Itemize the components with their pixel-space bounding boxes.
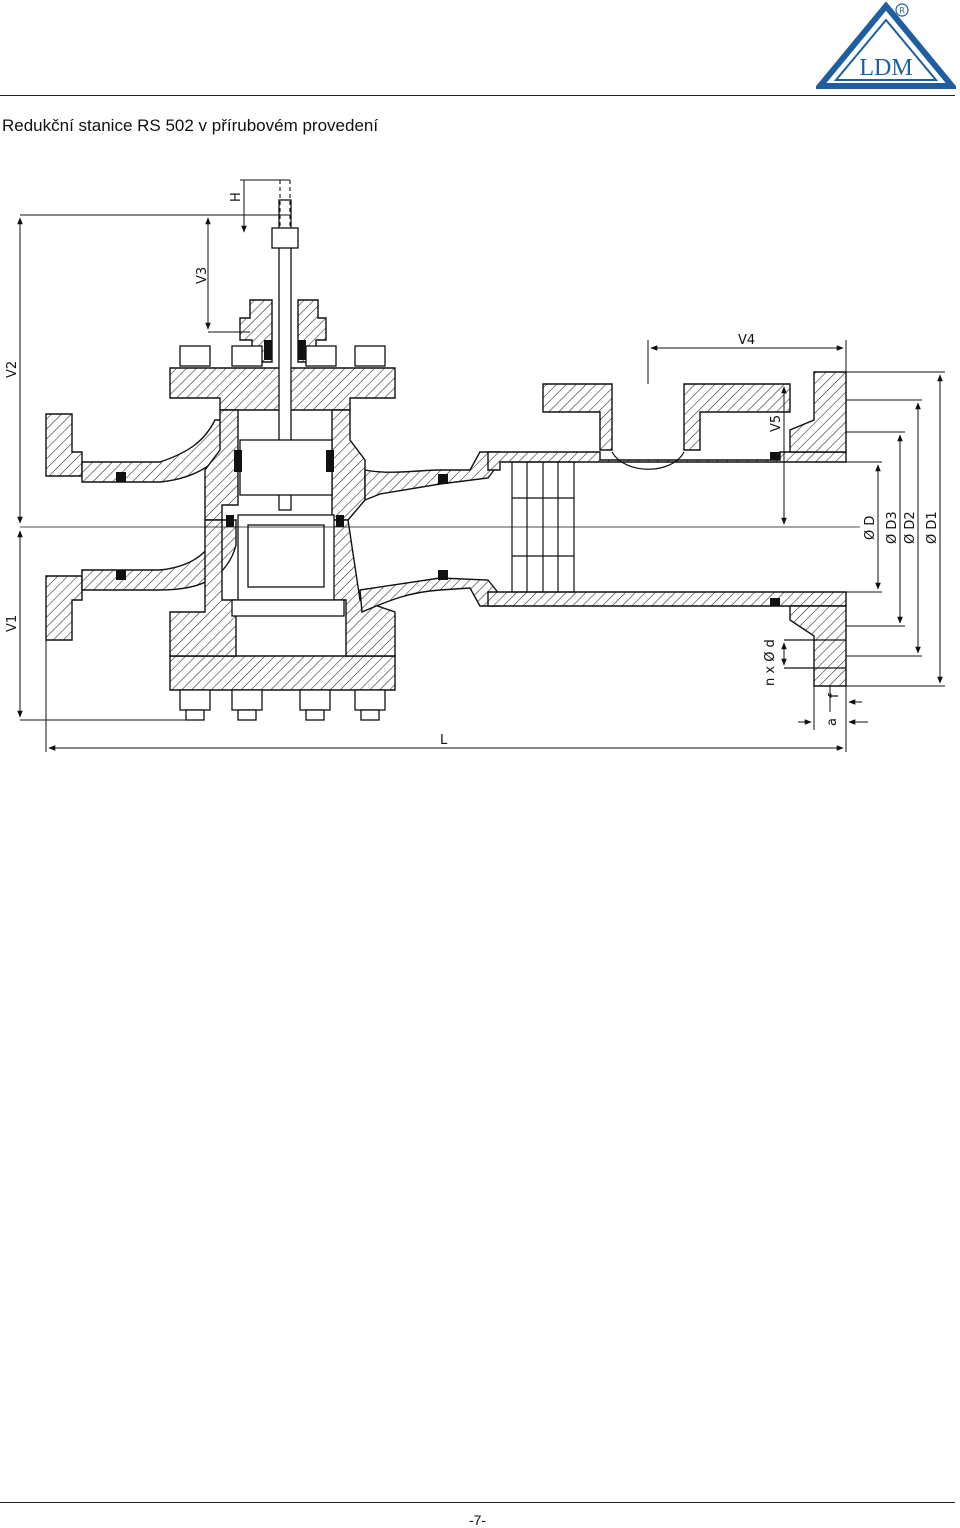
cage xyxy=(239,439,333,496)
body-lower-flange xyxy=(169,655,396,691)
label-v4: V4 xyxy=(738,333,755,348)
end-flange-upper xyxy=(789,371,847,453)
body-right-wall xyxy=(331,409,366,521)
gaskets xyxy=(116,340,780,606)
registered-mark: R xyxy=(899,6,905,15)
header-rule xyxy=(0,95,955,96)
technical-drawing: V2 V1 V3 H V4 V5 L Ø D Ø D3 Ø D2 Ø D1 n … xyxy=(5,179,945,752)
end-flange-lower xyxy=(789,605,847,687)
bolts xyxy=(179,345,386,721)
page-title: Redukční stanice RS 502 v přírubovém pro… xyxy=(2,116,379,135)
label-l: L xyxy=(440,733,448,748)
label-v1: V1 xyxy=(5,615,20,632)
label-v5: V5 xyxy=(769,415,784,432)
page-number: -7- xyxy=(468,1512,487,1528)
label-v3: V3 xyxy=(195,267,210,284)
silencer-bottom-wall xyxy=(487,591,847,607)
logo-text: LDM xyxy=(859,55,912,81)
label-n-x-d: n x Ø d xyxy=(763,639,778,686)
silencer-top-wall xyxy=(487,451,847,471)
label-d1: Ø D1 xyxy=(925,511,940,544)
valve-plug-inner xyxy=(247,524,325,588)
seat-ring xyxy=(231,599,345,617)
ldm-logo: LDM R xyxy=(816,2,956,89)
silencer-baffles xyxy=(511,451,685,593)
top-outlet-flange-left xyxy=(542,383,613,451)
inlet-flange-upper xyxy=(45,413,83,477)
stem-nut xyxy=(271,227,299,249)
outlet-neck-upper xyxy=(364,451,501,502)
valve-stem xyxy=(278,199,292,511)
body-lower-left xyxy=(169,519,237,657)
label-v2: V2 xyxy=(5,361,20,378)
label-d3: Ø D3 xyxy=(885,511,900,544)
label-d: Ø D xyxy=(863,516,878,540)
label-d2: Ø D2 xyxy=(903,511,918,544)
body-left-wall xyxy=(204,409,239,521)
label-f: f xyxy=(827,693,842,698)
label-h: H xyxy=(229,192,244,202)
inlet-flange-lower xyxy=(45,575,83,641)
top-outlet-flange-right xyxy=(683,383,791,451)
footer-rule xyxy=(0,1502,955,1503)
label-a: a xyxy=(825,718,840,726)
